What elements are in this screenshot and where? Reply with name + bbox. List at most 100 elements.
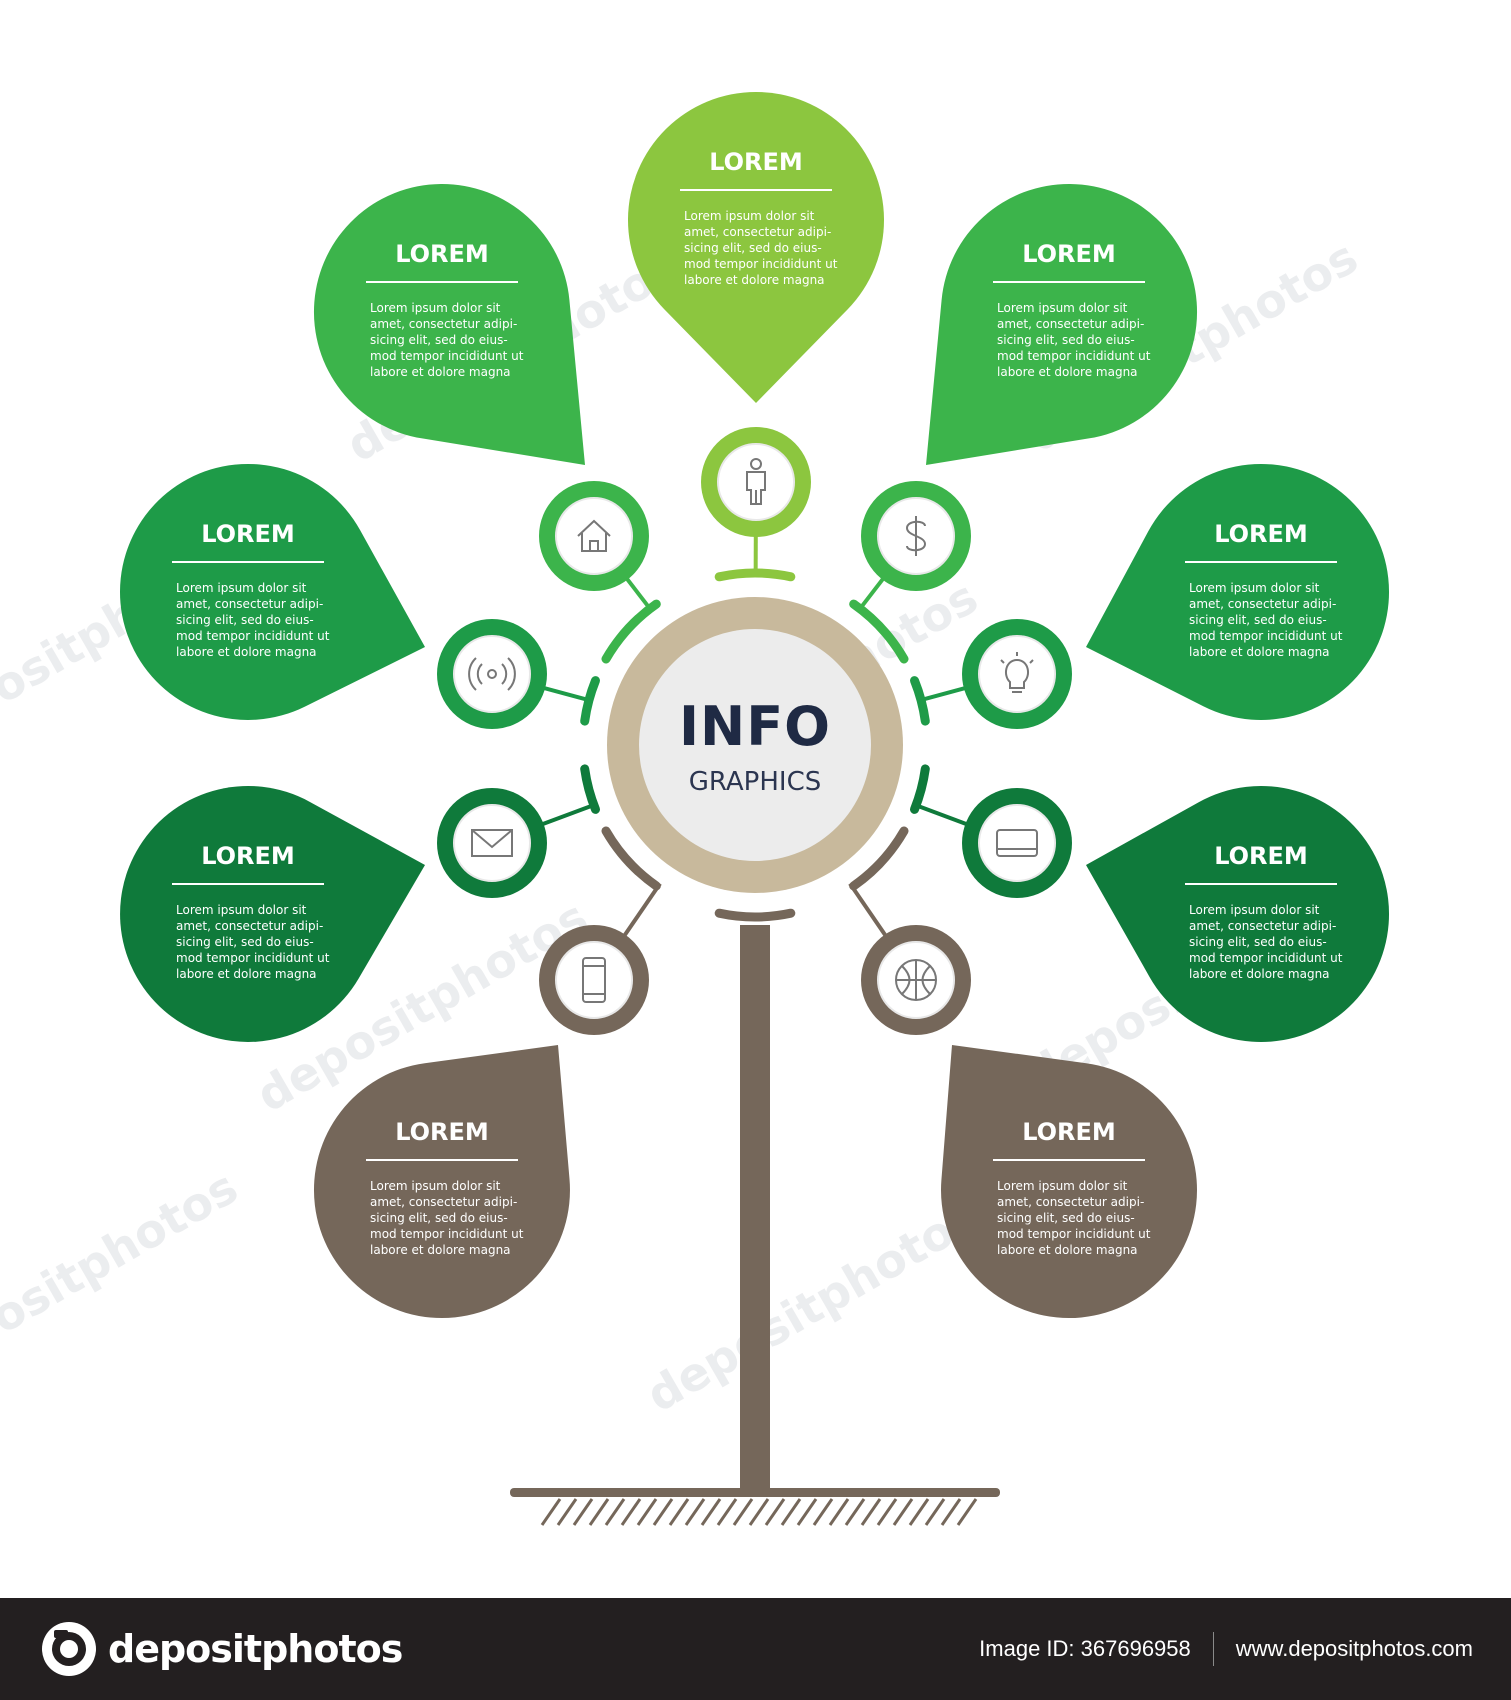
watermark-text: depositphotos xyxy=(637,1190,986,1423)
ground-hatch xyxy=(780,1498,802,1526)
petal-body-line: Lorem ipsum dolor sit xyxy=(370,301,501,315)
petal-shape xyxy=(313,183,585,466)
petal-title: LOREM xyxy=(395,240,489,268)
petal-body-line: mod tempor incididunt ut xyxy=(1189,629,1343,643)
petal-body-line: amet, consectetur adipi- xyxy=(370,1195,517,1209)
icon-node-inner xyxy=(555,941,633,1019)
petal-body-line: Lorem ipsum dolor sit xyxy=(1189,581,1320,595)
petal-body-line: mod tempor incididunt ut xyxy=(997,349,1151,363)
icon-node-inner xyxy=(453,804,531,882)
petal-body-line: labore et dolore magna xyxy=(684,273,825,287)
footer-site-link[interactable]: www.depositphotos.com xyxy=(1235,1636,1473,1661)
lightbulb-icon xyxy=(1000,652,1034,693)
ground-hatch xyxy=(636,1498,658,1526)
petal-8[interactable]: LOREM Lorem ipsum dolor sit amet, consecte… xyxy=(313,882,662,1319)
ground-hatch xyxy=(716,1498,738,1526)
center-hub: INFO GRAPHICS xyxy=(580,568,930,922)
petal-body-line: Lorem ipsum dolor sit xyxy=(370,1179,501,1193)
home-icon xyxy=(577,519,611,552)
petal-body-line: mod tempor incididunt ut xyxy=(176,629,330,643)
petal-shape xyxy=(120,785,425,1042)
hub-inner-circle xyxy=(639,629,871,861)
icon-node-inner xyxy=(453,635,531,713)
ground-hatch xyxy=(572,1498,594,1526)
petal-body-line: labore et dolore magna xyxy=(997,1243,1138,1257)
petal-body-line: amet, consectetur adipi- xyxy=(997,1195,1144,1209)
petal-shape xyxy=(119,463,426,720)
ground-hatch xyxy=(940,1498,962,1526)
ground-hatch xyxy=(876,1498,898,1526)
hub-ring-arc xyxy=(714,908,796,922)
hub-title: INFO xyxy=(679,695,831,758)
footer-separator xyxy=(1212,1632,1214,1666)
ground-line xyxy=(510,1488,1000,1497)
petal-body-line: mod tempor incididunt ut xyxy=(370,349,524,363)
hub-ring-arc xyxy=(601,599,661,664)
petal-body-line: Lorem ipsum dolor sit xyxy=(684,209,815,223)
petal-body-line: Lorem ipsum dolor sit xyxy=(176,581,307,595)
ground-hatch xyxy=(732,1498,754,1526)
hub-ring-arc xyxy=(910,676,930,726)
hub-ring-arc xyxy=(580,676,600,726)
footer-bar: depositphotos Image ID: 367696958 www.de… xyxy=(0,1598,1511,1700)
ground-hatch xyxy=(588,1498,610,1526)
ground-hatch xyxy=(652,1498,674,1526)
petal-body-line: amet, consectetur adipi- xyxy=(176,597,323,611)
petal-title: LOREM xyxy=(1214,520,1308,548)
petal-body-line: labore et dolore magna xyxy=(370,1243,511,1257)
petal-shape xyxy=(313,1045,570,1319)
ground-hatch xyxy=(844,1498,866,1526)
icon-node-inner xyxy=(978,635,1056,713)
icon-node-inner xyxy=(978,804,1056,882)
petal-body-line: sicing elit, sed do eius- xyxy=(370,1211,508,1225)
person-icon xyxy=(746,458,766,505)
smartphone-icon xyxy=(582,957,606,1003)
petal-title: LOREM xyxy=(709,148,803,176)
petals-layer: LOREM Lorem ipsum dolor sit amet, consecte… xyxy=(119,91,1390,1319)
petal-shape xyxy=(1086,786,1390,1043)
signal-icon xyxy=(468,657,516,691)
petal-body-line: labore et dolore magna xyxy=(176,645,317,659)
petal-title: LOREM xyxy=(1022,240,1116,268)
petal-body-line: amet, consectetur adipi- xyxy=(1189,919,1336,933)
petal-body-line: labore et dolore magna xyxy=(1189,645,1330,659)
footer-image-id: Image ID: 367696958 xyxy=(979,1636,1191,1661)
hub-ring-arc xyxy=(580,764,600,814)
hub-ring-arc xyxy=(849,826,909,891)
footer-logo[interactable]: depositphotos xyxy=(40,1620,403,1678)
petal-body-line: sicing elit, sed do eius- xyxy=(997,1211,1135,1225)
petal-body-line: labore et dolore magna xyxy=(176,967,317,981)
ground-hatch xyxy=(956,1498,978,1526)
hub-subtitle: GRAPHICS xyxy=(689,767,822,797)
icon-node-inner xyxy=(555,497,633,575)
petal-body-line: labore et dolore magna xyxy=(997,365,1138,379)
petal-body-line: amet, consectetur adipi- xyxy=(997,317,1144,331)
tree-trunk xyxy=(510,925,1000,1526)
petal-body-line: mod tempor incididunt ut xyxy=(1189,951,1343,965)
petal-body-line: labore et dolore magna xyxy=(1189,967,1330,981)
petal-body-line: mod tempor incididunt ut xyxy=(997,1227,1151,1241)
petal-title: LOREM xyxy=(201,842,295,870)
ground-hatch xyxy=(684,1498,706,1526)
ground-hatch xyxy=(764,1498,786,1526)
petal-body-line: sicing elit, sed do eius- xyxy=(176,935,314,949)
petal-body-line: sicing elit, sed do eius- xyxy=(997,333,1135,347)
camera-logo-icon xyxy=(42,1622,96,1676)
ground-hatch xyxy=(828,1498,850,1526)
petal-body-line: sicing elit, sed do eius- xyxy=(1189,613,1327,627)
ground-hatch xyxy=(540,1498,562,1526)
hub-ring-arc xyxy=(849,599,909,664)
petal-body-line: mod tempor incididunt ut xyxy=(684,257,838,271)
petal-title: LOREM xyxy=(395,1118,489,1146)
ground-hatch xyxy=(748,1498,770,1526)
petal-body-line: sicing elit, sed do eius- xyxy=(370,333,508,347)
icon-node-inner xyxy=(717,443,795,521)
